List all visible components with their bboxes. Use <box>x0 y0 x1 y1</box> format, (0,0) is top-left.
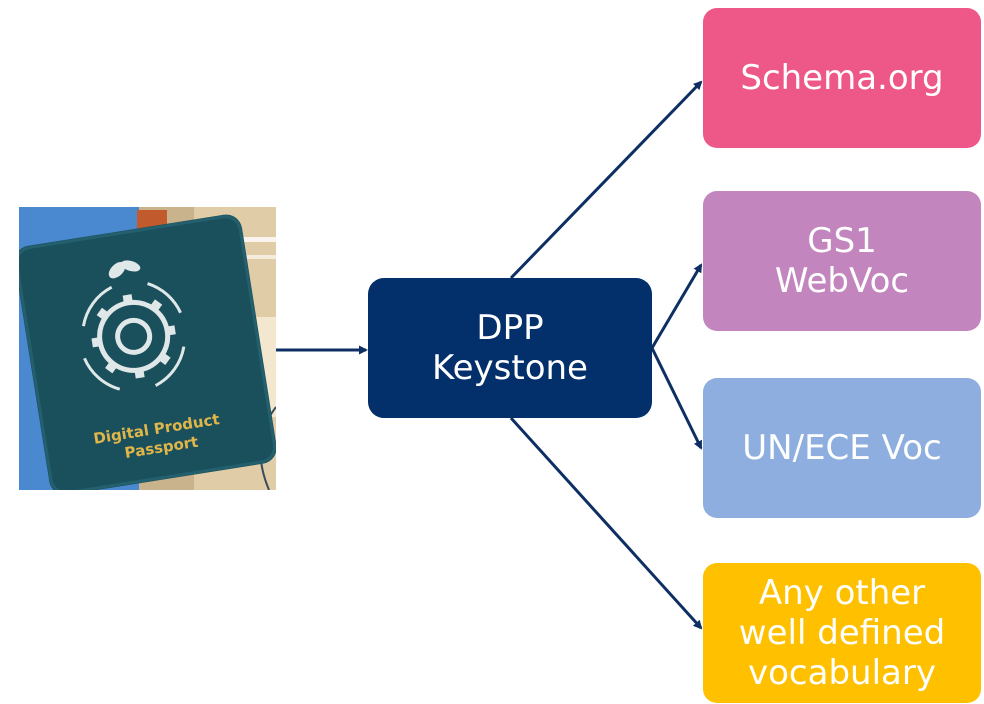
dpp-keystone-node: DPP Keystone <box>368 278 652 418</box>
arrow-to-schema-org <box>509 80 703 280</box>
unece-voc-node: UN/ECE Voc <box>703 378 981 518</box>
arrow-to-gs1-webvoc <box>650 263 703 349</box>
arrow-to-unece-voc <box>650 347 703 450</box>
arrow-to-other-vocabulary <box>509 416 703 630</box>
gs1-webvoc-node: GS1 WebVoc <box>703 191 981 331</box>
dpp-keystone-label: DPP Keystone <box>432 307 588 388</box>
leaf-icon <box>108 260 141 279</box>
other-vocabulary-node: Any other well defined vocabulary <box>703 563 981 703</box>
cycle-arrows-icon <box>81 282 186 391</box>
other-vocabulary-label: Any other well defined vocabulary <box>738 572 946 694</box>
passport-illustration: Digital Product Passport <box>19 207 276 490</box>
schema-org-label: Schema.org <box>740 57 944 98</box>
gear-icon <box>91 294 176 379</box>
schema-org-node: Schema.org <box>703 8 981 148</box>
digital-product-passport-image: Digital Product Passport <box>19 207 276 490</box>
gs1-webvoc-label: GS1 WebVoc <box>774 220 910 301</box>
unece-voc-label: UN/ECE Voc <box>742 427 942 468</box>
